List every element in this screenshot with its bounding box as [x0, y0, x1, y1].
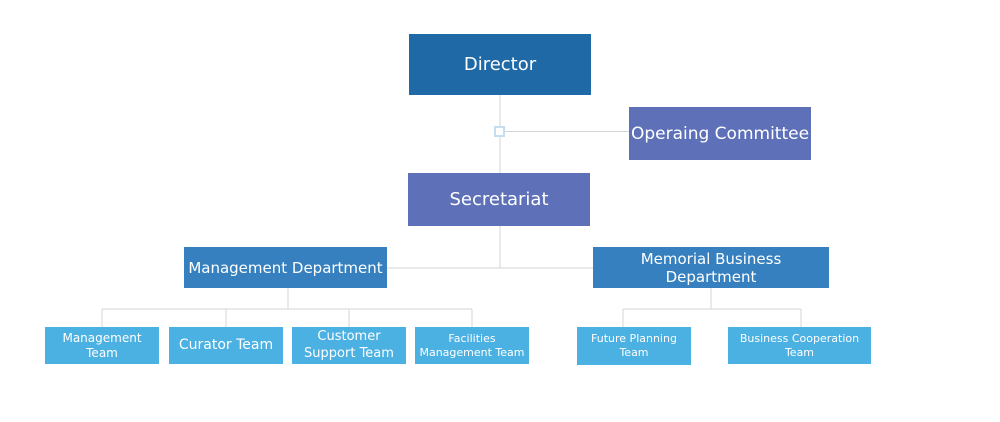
curator-team-label: Curator Team: [178, 336, 274, 353]
secretariat-label: Secretariat: [449, 189, 549, 210]
operating-committee-label: Operaing Committee: [630, 123, 810, 144]
curator-team-box[interactable]: Curator Team: [169, 327, 283, 364]
management-department-label: Management Department: [188, 258, 383, 277]
facilities-management-team-label: Facilities Management Team: [419, 331, 525, 359]
management-team-label: Management Team: [62, 330, 142, 360]
director-label: Director: [463, 54, 537, 75]
junction-handle: [494, 126, 505, 137]
management-department-box[interactable]: Management Department: [184, 247, 387, 288]
future-planning-team-box[interactable]: Future Planning Team: [577, 327, 691, 365]
business-cooperation-team-label: Business Cooperation Team: [739, 331, 860, 359]
management-team-box[interactable]: Management Team: [45, 327, 159, 364]
customer-support-team-box[interactable]: Customer Support Team: [292, 327, 406, 364]
secretariat-box[interactable]: Secretariat: [408, 173, 590, 226]
business-cooperation-team-box[interactable]: Business Cooperation Team: [728, 327, 871, 364]
memorial-business-department-label: Memorial Business Department: [640, 249, 782, 286]
memorial-business-department-box[interactable]: Memorial Business Department: [593, 247, 829, 288]
director-box[interactable]: Director: [409, 34, 591, 95]
facilities-management-team-box[interactable]: Facilities Management Team: [415, 327, 529, 364]
future-planning-team-label: Future Planning Team: [591, 332, 677, 359]
operating-committee-box[interactable]: Operaing Committee: [629, 107, 811, 160]
customer-support-team-label: Customer Support Team: [304, 329, 394, 361]
